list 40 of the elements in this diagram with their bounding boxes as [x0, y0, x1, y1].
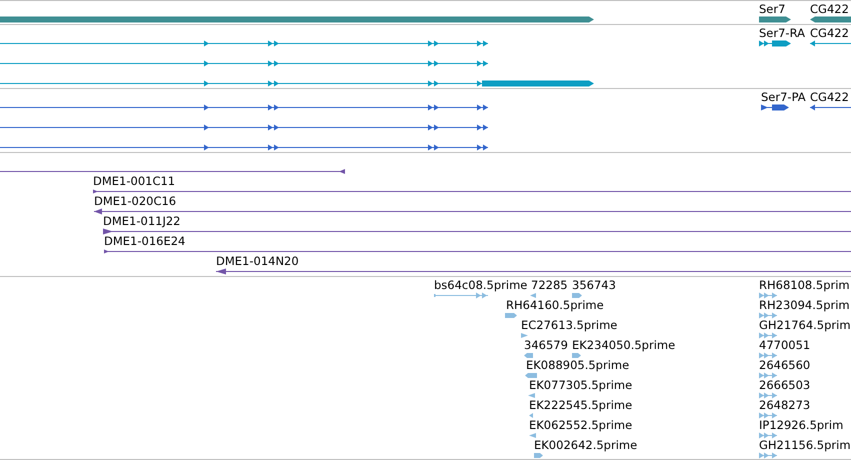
feature-label: 356743 — [572, 279, 616, 292]
feature-label: DME1-011J22 — [103, 215, 180, 228]
feature-label: DME1-016E24 — [104, 235, 186, 248]
feature-label: 2666503 — [759, 379, 810, 392]
transcript-line — [0, 60, 488, 67]
feature-label: EK234050.5prime — [572, 339, 676, 352]
feature-label: DME1-001C11 — [93, 175, 176, 188]
feature-label: 2646560 — [759, 359, 810, 372]
clone-line — [0, 168, 345, 175]
protein-line — [0, 144, 488, 151]
feature-label: EC27613.5prime — [521, 319, 618, 332]
feature-label: bs64c08.5prime — [434, 279, 528, 292]
feature-label: DME1-014N20 — [216, 255, 299, 268]
feature-label: Ser7 — [759, 3, 786, 16]
feature-label: RH68108.5prim — [759, 279, 850, 292]
feature-label: CG422 — [810, 91, 849, 104]
feature-label: CG422 — [810, 27, 849, 40]
feature-label: 72285 — [531, 279, 568, 292]
protein-line — [0, 124, 488, 131]
feature-label: Ser7-RA — [759, 27, 805, 40]
gene-feature-bar — [0, 16, 594, 23]
feature-label: RH23094.5prim — [759, 299, 850, 312]
protein-line — [0, 104, 488, 111]
feature-label: 2648273 — [759, 399, 810, 412]
transcript-line — [0, 40, 488, 47]
feature-label: DME1-020C16 — [94, 195, 176, 208]
feature-label: EK062552.5prime — [529, 419, 632, 432]
feature-label: EK088905.5prime — [526, 359, 630, 372]
feature-label: EK222545.5prime — [529, 399, 632, 412]
feature-label: IP12926.5prim — [759, 419, 844, 432]
feature-label: RH64160.5prime — [506, 299, 604, 312]
feature-label: Ser7-PA — [761, 91, 806, 104]
feature-label: 4770051 — [759, 339, 810, 352]
feature-label: EK002642.5prime — [534, 439, 638, 452]
feature-label: GH21764.5prim — [759, 319, 851, 332]
feature-label: EK077305.5prime — [529, 379, 632, 392]
feature-label: CG422 — [810, 3, 849, 16]
transcript-line — [0, 80, 594, 87]
feature-label: GH21156.5prim — [759, 439, 851, 452]
feature-label: 346579 — [524, 339, 568, 352]
